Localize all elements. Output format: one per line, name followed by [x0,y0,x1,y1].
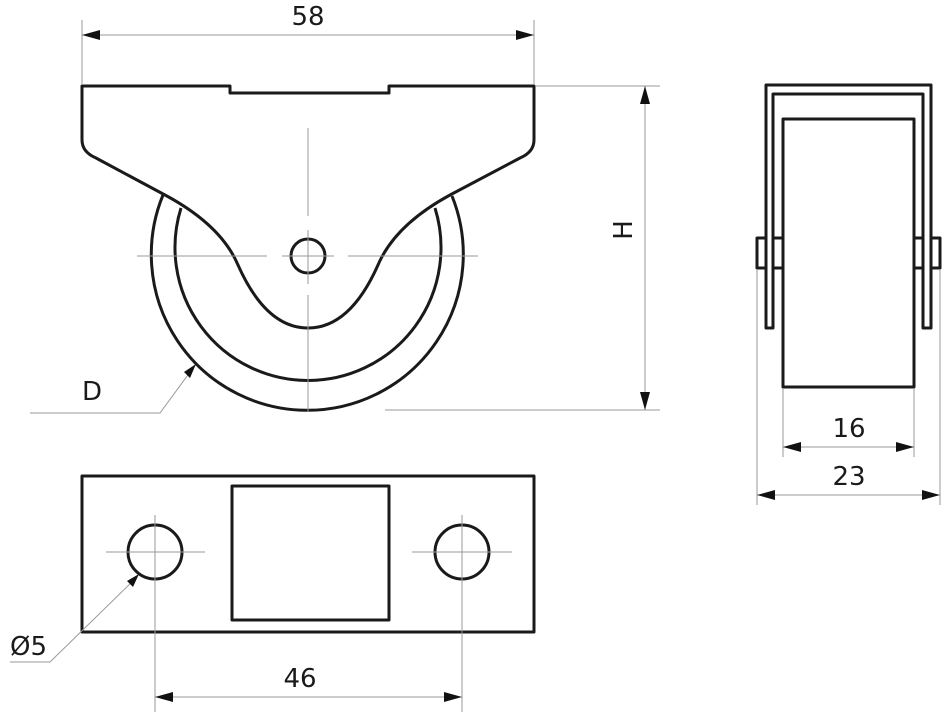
axle-nub [929,236,942,270]
axle-nub [771,236,785,270]
dimension-16: 16 [782,389,915,457]
dimension-23: 23 [756,270,941,505]
axle-nub [755,236,768,270]
bracket-outline [80,84,536,330]
wheel-side [781,117,916,389]
dimension-label: Ø5 [10,632,47,662]
bracket-outer [764,83,933,330]
center-square [230,484,391,622]
dimension-58: 58 [81,2,535,84]
dimension-d: D [30,364,196,414]
front-view [80,84,536,412]
base-plate [80,474,536,634]
dimension-label: 16 [832,414,865,444]
dimension-label: D [82,377,102,407]
dimension-label: H [609,220,639,240]
wheel-outer-arc [149,194,465,412]
dimension-label: 23 [832,462,865,492]
dimension-46: 46 [154,590,463,712]
side-view [755,83,942,389]
dimension-label: 46 [283,664,316,694]
dimension-label: 58 [291,2,324,32]
plate-view [80,474,536,634]
axle-nub [912,236,925,270]
dimension-hole: Ø5 [10,574,139,663]
dimension-h: H [385,85,660,411]
